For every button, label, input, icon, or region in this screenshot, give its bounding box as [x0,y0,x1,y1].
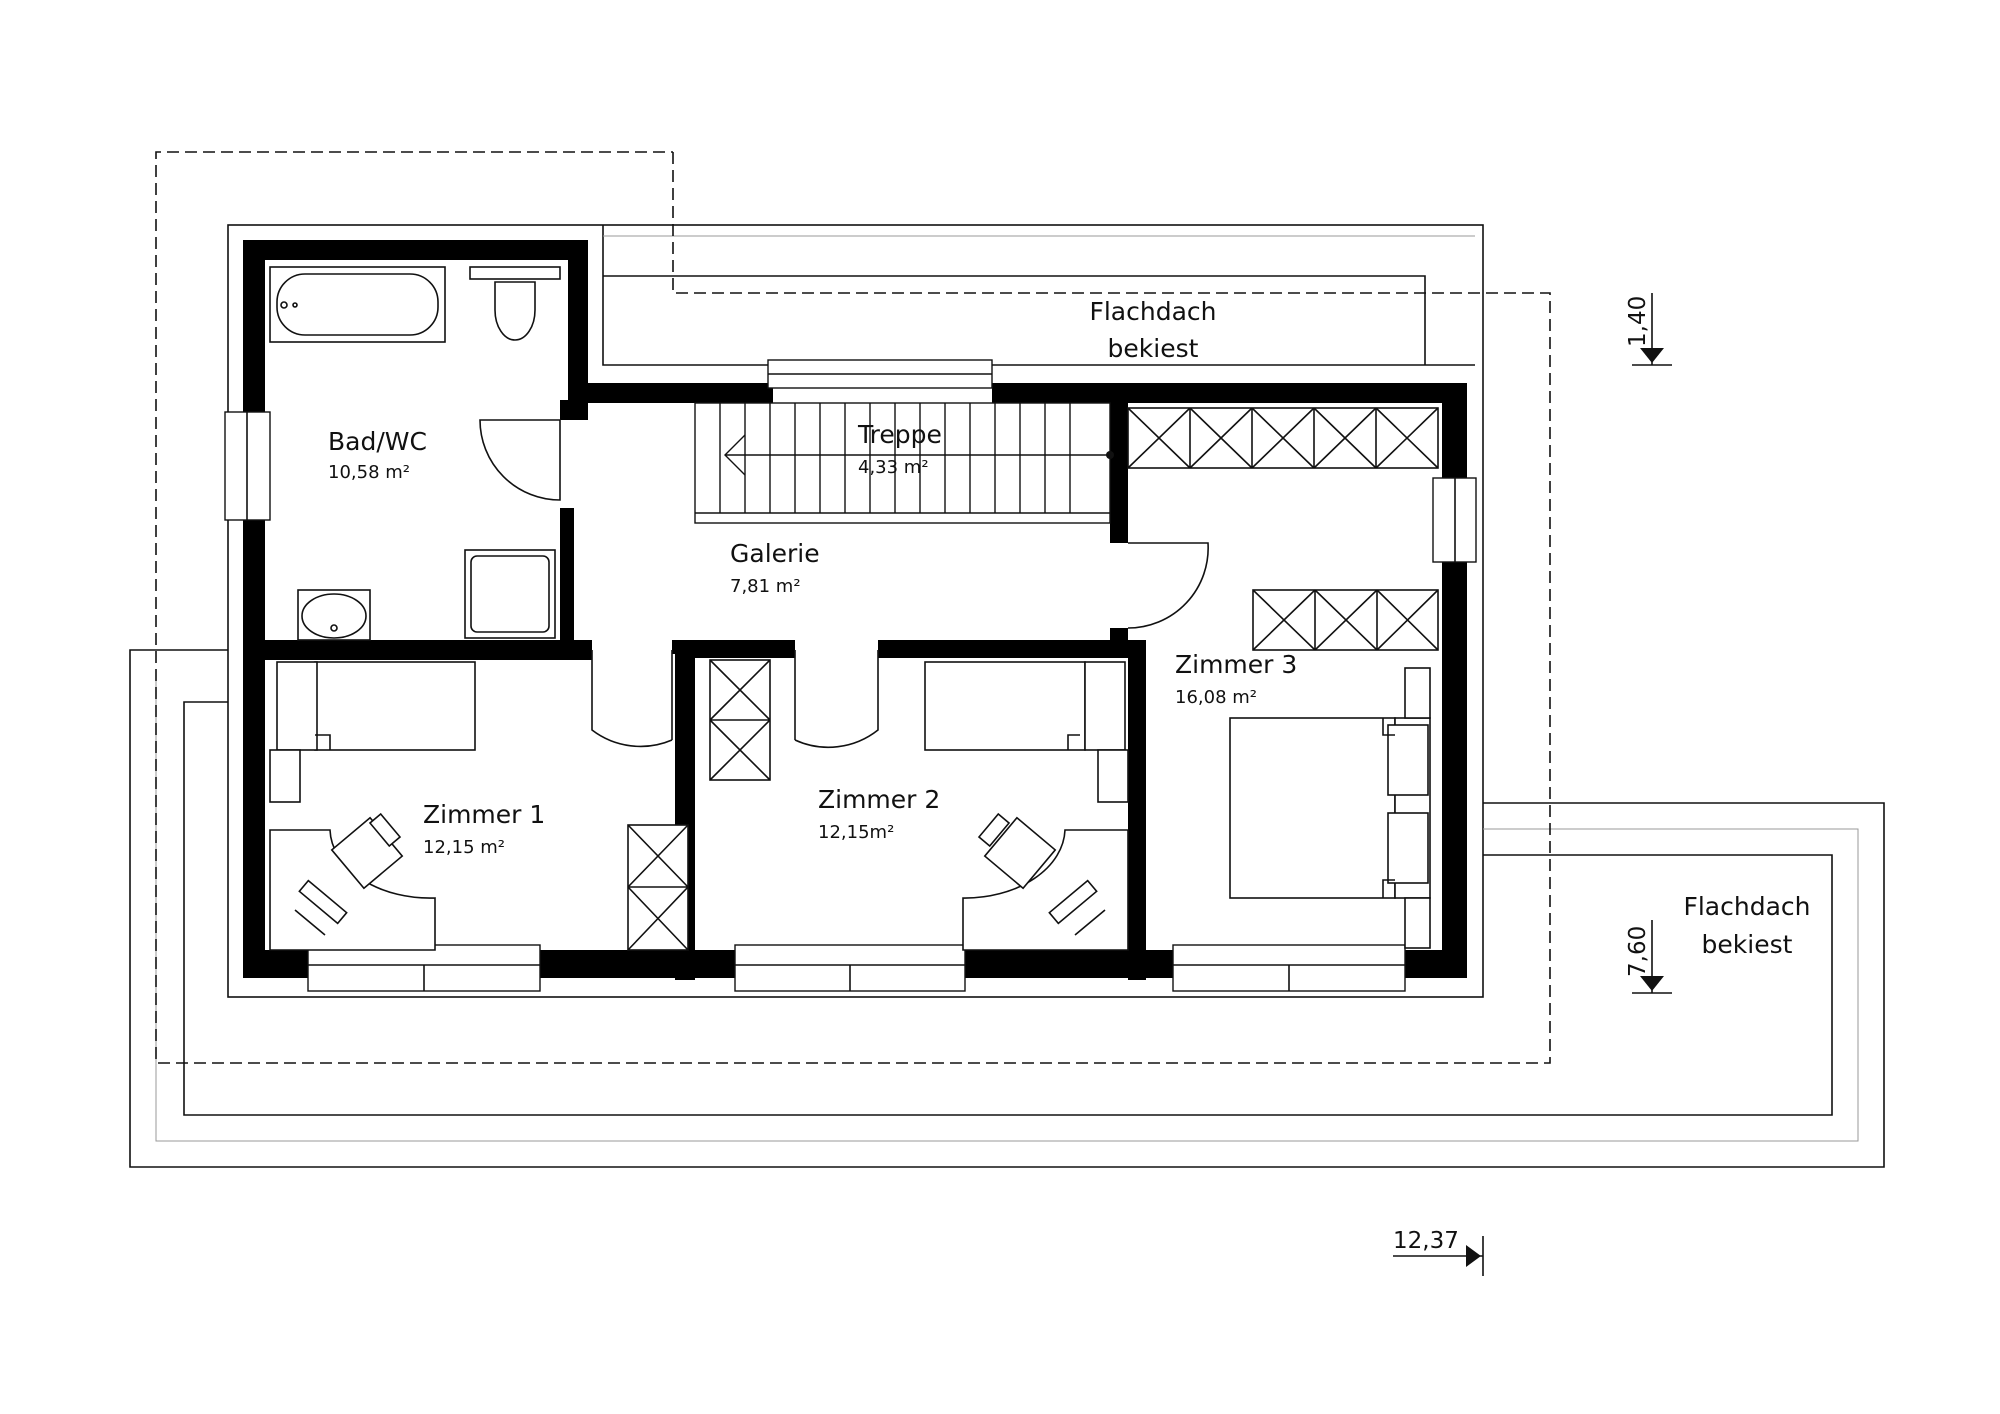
bedroom-furniture [269,661,1431,951]
room-labels: Bad/WC 10,58 m² Treppe 4,33 m² Galerie 7… [328,420,1297,858]
upper-flat-roof-inner [602,225,1475,366]
room-name-bad: Bad/WC [328,427,427,456]
svg-text:1,40: 1,40 [1625,296,1651,347]
room-name-zimmer3: Zimmer 3 [1175,650,1297,679]
lower-roof-inner [183,701,1833,1116]
level-markers: 1,40 7,60 12,37 [1393,293,1672,1276]
svg-text:7,60: 7,60 [1625,926,1651,977]
computer-zimmer2 [1048,879,1098,925]
roof-top-line1: Flachdach [1089,297,1216,326]
computer-zimmer1 [298,879,348,925]
roof-labels: Flachdach bekiest Flachdach bekiest [1089,297,1810,959]
upper-roof-outline [227,224,1484,998]
wardrobe-zimmer1 [627,824,689,951]
room-area-treppe: 4,33 m² [858,457,929,478]
room-name-zimmer1: Zimmer 1 [423,800,545,829]
door-bad [479,419,561,501]
door-zimmer1 [591,650,673,748]
roof-outlines [129,151,1885,1168]
wardrobe-zimmer3-top [1127,407,1439,469]
level-marker-bottom: 12,37 [1393,1228,1484,1276]
windows [224,359,1477,992]
roof-right-line1: Flachdach [1683,892,1810,921]
bathroom-fixtures [269,266,561,641]
roof-right-line2: bekiest [1702,930,1793,959]
lower-roof-outer [129,649,1885,1168]
toilet-tank [469,266,561,280]
toilet [494,281,536,341]
wardrobe-zimmer3-mid [1252,589,1439,651]
room-area-galerie: 7,81 m² [730,576,801,597]
walls [243,240,1467,980]
roof-top-line2: bekiest [1108,334,1199,363]
svg-text:12,37: 12,37 [1393,1228,1459,1254]
level-marker-right: 7,60 [1625,920,1672,994]
door-zimmer3 [1127,542,1209,629]
floor-below-dashed [155,151,1551,1064]
room-area-zimmer3: 16,08 m² [1175,687,1257,708]
room-area-bad: 10,58 m² [328,462,410,483]
doors [479,419,1209,749]
upper-flat-roof-edge [603,275,1426,365]
door-zimmer2 [794,650,879,749]
bed-zimmer2 [924,661,1086,751]
wardrobe-zimmer2 [709,659,771,781]
bed-zimmer3 [1229,717,1396,899]
room-name-zimmer2: Zimmer 2 [818,785,940,814]
room-area-zimmer1: 12,15 m² [423,837,505,858]
bed-zimmer1 [314,661,476,751]
level-marker-top: 1,40 [1625,293,1672,366]
wardrobes [627,407,1439,951]
room-area-zimmer2: 12,15m² [818,822,894,843]
staircase [694,402,1114,524]
chair-zimmer2 [983,816,1057,890]
room-name-treppe: Treppe [857,420,942,449]
room-name-galerie: Galerie [730,539,820,568]
